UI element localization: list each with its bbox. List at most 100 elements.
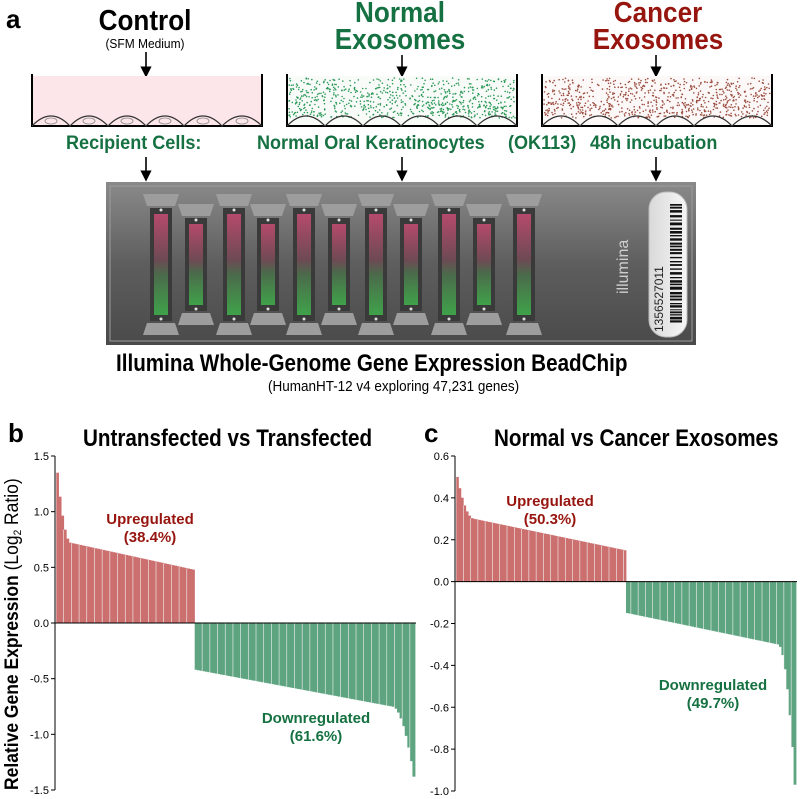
exosome-dot xyxy=(363,107,365,109)
exosome-dot xyxy=(367,103,370,106)
exosome-dot xyxy=(440,93,442,95)
exosome-dot xyxy=(552,89,554,91)
exosome-dot xyxy=(742,107,744,109)
chip-strip xyxy=(189,224,203,305)
y-tick-label: 0.2 xyxy=(434,535,449,547)
exosome-dot xyxy=(606,79,608,82)
exosome-dot xyxy=(653,79,656,81)
exosome-dot xyxy=(648,110,651,112)
barcode-bar xyxy=(670,303,682,305)
exosome-dot xyxy=(478,106,480,108)
exosome-dot xyxy=(508,91,511,94)
exosome-dot xyxy=(547,101,550,104)
downregulated-bar xyxy=(745,581,748,638)
exosome-dot xyxy=(434,84,436,87)
exosome-dot xyxy=(485,90,488,92)
exosome-dot xyxy=(316,80,319,83)
upregulated-bar xyxy=(555,536,559,582)
exosome-dot xyxy=(504,101,506,103)
barcode-bar xyxy=(670,280,682,283)
exosome-dot xyxy=(717,97,719,100)
exosome-dot xyxy=(751,110,754,112)
exosome-dot xyxy=(560,103,562,106)
exosome-dot xyxy=(369,105,372,107)
exosome-dot xyxy=(432,111,435,114)
exosome-dot xyxy=(330,100,332,103)
exosome-dot xyxy=(577,106,579,108)
exosome-dot xyxy=(724,98,727,101)
exosome-dot xyxy=(584,110,587,112)
exosome-dot xyxy=(762,95,764,97)
exosome-dot xyxy=(562,94,565,97)
exosome-dot xyxy=(695,87,698,90)
exosome-dot xyxy=(713,105,715,108)
upregulated-bar xyxy=(148,560,152,623)
exosome-dot xyxy=(422,91,425,93)
exosome-dot xyxy=(759,104,762,107)
exosome-dot xyxy=(751,87,753,90)
exosome-dot xyxy=(564,98,566,101)
exosome-dot xyxy=(697,93,700,96)
downregulated-bar xyxy=(669,581,673,623)
exosome-dot xyxy=(655,99,658,101)
exosome-dot xyxy=(606,88,608,90)
exosome-dot xyxy=(722,90,724,92)
exosome-dot xyxy=(712,108,715,111)
exosome-dot xyxy=(660,89,662,92)
exosome-dot xyxy=(311,91,314,94)
downregulated-bar xyxy=(769,581,773,643)
exosome-dot xyxy=(766,86,768,89)
exosome-dot xyxy=(583,104,586,107)
exosome-dot xyxy=(746,111,749,114)
exosome-dot xyxy=(647,101,649,103)
exosome-dot xyxy=(288,84,291,86)
exosome-dot xyxy=(331,97,334,99)
chip-strip-cap xyxy=(431,194,467,206)
exosome-dot xyxy=(695,113,697,115)
exosome-dot xyxy=(564,100,566,103)
exosome-dot xyxy=(425,102,428,105)
exosome-dot xyxy=(640,99,643,102)
exosome-dot xyxy=(726,102,728,104)
upregulated-bar xyxy=(485,521,488,582)
exosome-dot xyxy=(506,97,509,99)
exosome-dot xyxy=(687,109,690,111)
exosome-dot xyxy=(671,111,674,114)
exosome-dot xyxy=(762,79,764,81)
exosome-dot xyxy=(688,89,691,91)
exosome-dot xyxy=(725,110,728,113)
downregulated-bar xyxy=(764,581,768,642)
upregulated-bar xyxy=(179,566,183,623)
upregulated-bar xyxy=(94,548,98,623)
exosome-dot xyxy=(372,114,374,116)
exosome-dot xyxy=(325,87,328,90)
downregulated-bar xyxy=(674,581,678,624)
exosome-dot xyxy=(711,81,713,84)
exosome-dot xyxy=(429,105,431,107)
exosome-dot xyxy=(604,80,607,82)
exosome-dot xyxy=(628,109,631,112)
exosome-dot xyxy=(471,89,474,91)
exosome-dot xyxy=(619,82,622,85)
exosome-dot xyxy=(683,87,686,90)
exosome-dot xyxy=(477,107,479,109)
downregulated-bar xyxy=(735,581,739,636)
barcode-bar xyxy=(670,219,682,221)
exosome-dot xyxy=(304,94,307,96)
exosome-dot xyxy=(656,116,659,118)
exosome-dot xyxy=(703,109,706,111)
exosome-dot xyxy=(710,79,713,81)
exosome-dot xyxy=(733,95,736,98)
upregulated-bar xyxy=(156,561,159,623)
upregulated-bar xyxy=(482,520,486,582)
exosome-dot xyxy=(697,107,699,109)
exosome-dot xyxy=(409,108,412,111)
exosome-dot xyxy=(463,86,466,89)
downregulated-bar xyxy=(373,623,377,704)
exosome-dot xyxy=(468,111,470,113)
exosome-dot xyxy=(383,87,386,89)
exosome-dot xyxy=(489,107,491,110)
exosome-dot xyxy=(612,93,614,95)
exosome-dot xyxy=(608,107,610,110)
exosome-dot xyxy=(389,96,391,99)
